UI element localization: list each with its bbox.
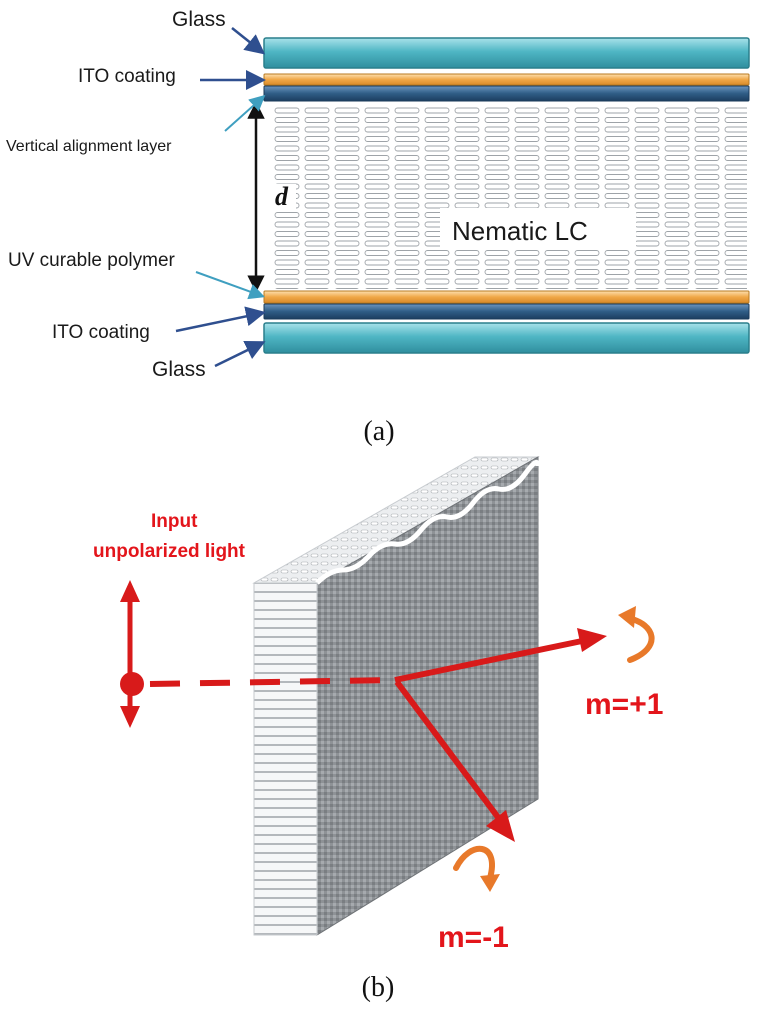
grating-wavy-rim xyxy=(315,459,541,585)
input-light-label-line2: unpolarized light xyxy=(93,541,246,562)
circular-arrow-minus-head xyxy=(480,874,500,892)
pointer-uv-polymer xyxy=(195,271,266,300)
alignment-layer-top xyxy=(263,85,750,102)
circular-arrow-plus xyxy=(625,615,655,663)
pointer-ito-bottom xyxy=(175,306,266,333)
beam-m-plus-1 xyxy=(394,638,583,683)
beam-m-plus-1-arrowhead xyxy=(577,628,607,652)
label-glass-bottom: Glass xyxy=(152,358,206,381)
beam-m-minus-1-arrowhead xyxy=(486,810,515,842)
polarization-arrowhead-down xyxy=(120,706,140,728)
input-beam xyxy=(149,677,396,687)
beam-m-minus-1 xyxy=(394,680,503,822)
polarization-arrowhead-up xyxy=(120,580,140,602)
thickness-symbol: d xyxy=(275,182,289,211)
glass-top-layer xyxy=(263,37,750,69)
grating-side-face xyxy=(253,582,318,936)
d-label-backdrop xyxy=(272,184,296,210)
circular-arrow-minus xyxy=(453,846,495,881)
circular-arrow-plus-head xyxy=(618,606,636,628)
lc-label-backdrop xyxy=(440,208,636,250)
ito-top-layer xyxy=(263,73,750,86)
order-minus-label: m=-1 xyxy=(438,921,509,954)
pointer-alignment xyxy=(224,94,266,132)
polarization-dot xyxy=(120,672,144,696)
pointer-glass-bottom xyxy=(214,341,266,368)
lc-molecule-region xyxy=(273,106,747,289)
panel-b: Input unpolarized light m=+1 m=-1 (b) xyxy=(93,456,663,1003)
alignment-layer-bottom xyxy=(263,303,750,320)
label-ito-top: ITO coating xyxy=(78,66,176,87)
order-plus-label: m=+1 xyxy=(585,688,663,721)
label-uv-polymer: UV curable polymer xyxy=(8,250,176,271)
caption-b: (b) xyxy=(362,972,395,1003)
nematic-lc-label: Nematic LC xyxy=(452,216,588,246)
uv-polymer-layer xyxy=(263,290,750,304)
pointer-glass-top xyxy=(231,27,266,55)
panel-a: Nematic LC d Glass ITO coating Vertical … xyxy=(6,8,750,447)
label-ito-bottom: ITO coating xyxy=(52,322,150,343)
label-glass-top: Glass xyxy=(172,8,226,31)
glass-bottom-layer xyxy=(263,322,750,354)
label-alignment-layer: Vertical alignment layer xyxy=(6,138,172,155)
caption-a: (a) xyxy=(363,416,394,447)
input-light-label-line1: Input xyxy=(151,511,198,532)
